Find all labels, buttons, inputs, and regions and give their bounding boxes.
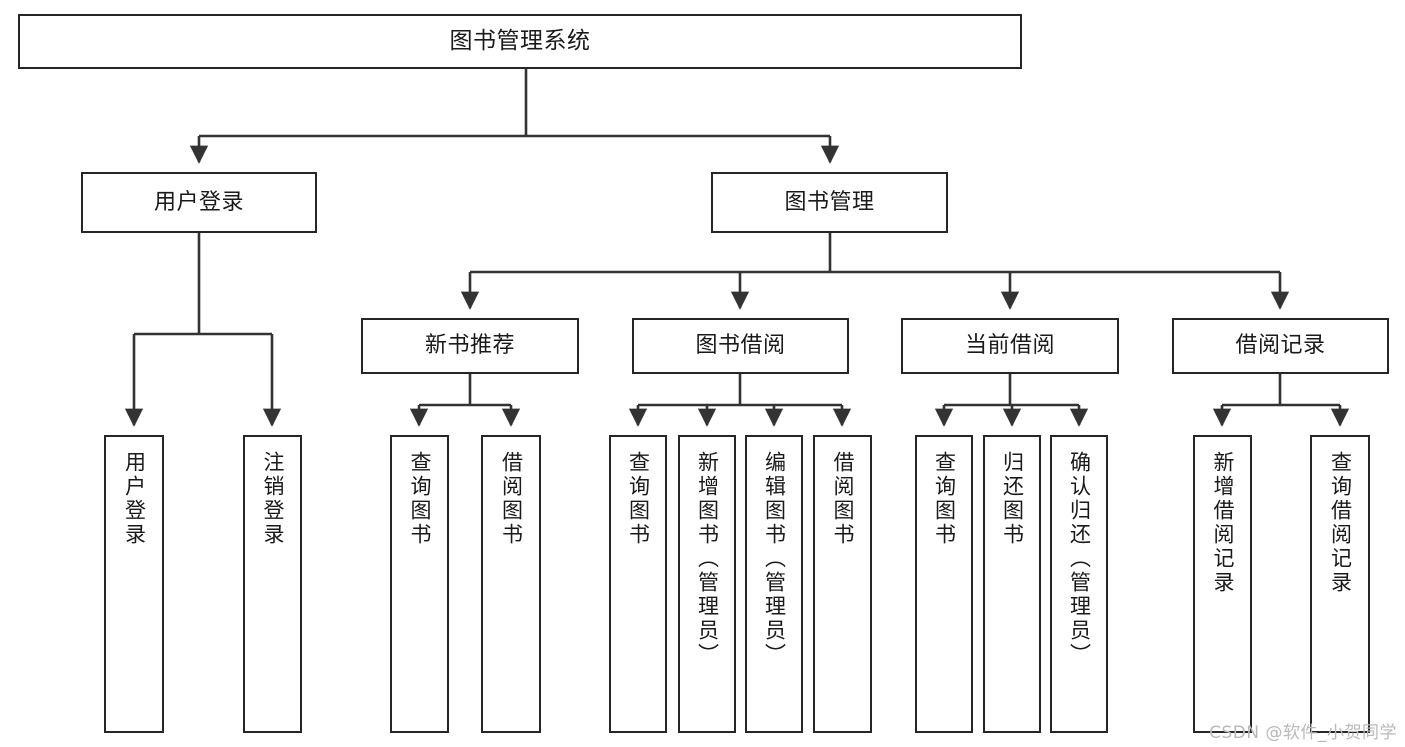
node-leaf-query-books-borrow[interactable]: 查询图书 xyxy=(609,435,667,733)
node-current-borrow[interactable]: 当前借阅 xyxy=(901,318,1119,374)
node-book-borrow[interactable]: 图书借阅 xyxy=(632,318,849,374)
node-book-borrow-label: 图书借阅 xyxy=(695,333,786,359)
node-book-management-label: 图书管理 xyxy=(784,189,875,215)
node-leaf-borrow-books-new-label: 借阅图书 xyxy=(499,451,524,547)
node-borrow-records[interactable]: 借阅记录 xyxy=(1172,318,1389,374)
node-leaf-logout[interactable]: 注销登录 xyxy=(243,435,302,733)
node-leaf-query-borrow-record-label: 查询借阅记录 xyxy=(1328,451,1353,595)
node-leaf-edit-book-admin-label: 编辑图书（管理员） xyxy=(762,451,787,667)
node-new-book-recommend[interactable]: 新书推荐 xyxy=(361,318,579,374)
node-leaf-confirm-return-admin[interactable]: 确认归还（管理员） xyxy=(1050,435,1108,733)
node-leaf-edit-book-admin[interactable]: 编辑图书（管理员） xyxy=(745,435,803,733)
node-leaf-query-books-borrow-label: 查询图书 xyxy=(626,451,651,547)
node-new-book-recommend-label: 新书推荐 xyxy=(424,333,515,359)
node-leaf-add-book-admin-label: 新增图书（管理员） xyxy=(695,451,720,667)
node-root-label: 图书管理系统 xyxy=(449,28,591,55)
node-leaf-query-books-current-label: 查询图书 xyxy=(932,451,957,547)
node-leaf-query-books-new-label: 查询图书 xyxy=(408,451,432,547)
node-current-borrow-label: 当前借阅 xyxy=(964,333,1055,359)
node-user-login[interactable]: 用户登录 xyxy=(81,172,317,233)
node-leaf-logout-label: 注销登录 xyxy=(261,451,285,547)
node-leaf-add-book-admin[interactable]: 新增图书（管理员） xyxy=(678,435,736,733)
node-borrow-records-label: 借阅记录 xyxy=(1235,333,1326,359)
node-leaf-borrow-books-borrow[interactable]: 借阅图书 xyxy=(813,435,872,733)
node-leaf-return-books[interactable]: 归还图书 xyxy=(983,435,1041,733)
node-leaf-borrow-books-new[interactable]: 借阅图书 xyxy=(481,435,541,733)
node-leaf-user-login[interactable]: 用户登录 xyxy=(104,435,164,733)
node-user-login-label: 用户登录 xyxy=(153,189,244,215)
node-leaf-add-borrow-record[interactable]: 新增借阅记录 xyxy=(1193,435,1252,733)
node-leaf-query-borrow-record[interactable]: 查询借阅记录 xyxy=(1310,435,1370,733)
node-leaf-confirm-return-admin-label: 确认归还（管理员） xyxy=(1067,451,1092,667)
node-leaf-user-login-label: 用户登录 xyxy=(122,451,147,547)
node-leaf-query-books-new[interactable]: 查询图书 xyxy=(390,435,449,733)
node-root[interactable]: 图书管理系统 xyxy=(18,14,1022,69)
node-leaf-return-books-label: 归还图书 xyxy=(1000,451,1025,547)
node-leaf-borrow-books-borrow-label: 借阅图书 xyxy=(831,451,855,547)
node-leaf-add-borrow-record-label: 新增借阅记录 xyxy=(1211,451,1235,595)
node-book-management[interactable]: 图书管理 xyxy=(711,172,948,233)
node-leaf-query-books-current[interactable]: 查询图书 xyxy=(915,435,973,733)
